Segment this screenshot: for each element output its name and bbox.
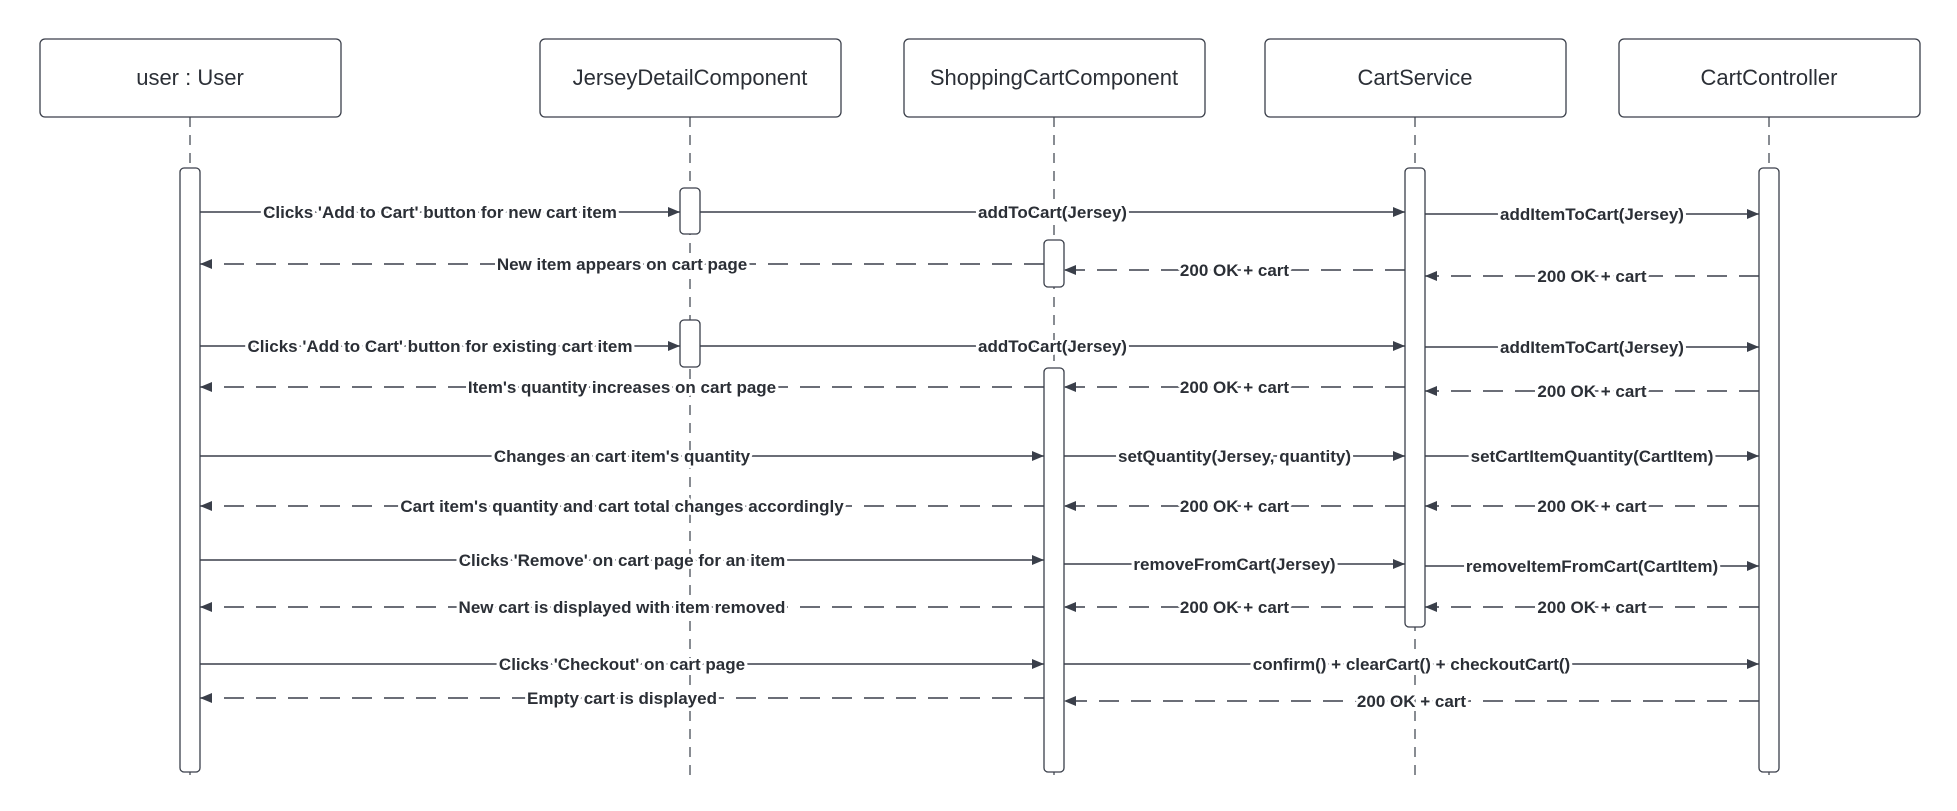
call-message: addItemToCart(Jersey): [1425, 335, 1759, 360]
message-label: Cart item's quantity and cart total chan…: [400, 497, 844, 516]
message-label: addToCart(Jersey): [978, 203, 1127, 222]
return-message: 200 OK + cart: [1064, 494, 1405, 519]
return-message: 200 OK + cart: [1064, 689, 1759, 714]
call-message: setCartItemQuantity(CartItem): [1425, 444, 1759, 469]
call-message: removeFromCart(Jersey): [1064, 552, 1405, 577]
return-message: 200 OK + cart: [1064, 258, 1405, 283]
participant-box-frame: [1618, 38, 1921, 118]
participant-box: CartController: [1618, 38, 1921, 118]
return-message: 200 OK + cart: [1425, 595, 1759, 620]
message-label: setCartItemQuantity(CartItem): [1471, 447, 1714, 466]
call-message: setQuantity(Jersey, quantity): [1064, 444, 1405, 469]
call-message: addItemToCart(Jersey): [1425, 202, 1759, 227]
message-label: Changes an cart item's quantity: [494, 447, 751, 466]
activation-bar: [1043, 239, 1065, 288]
message-label: Clicks 'Remove' on cart page for an item: [459, 551, 785, 570]
return-message: Cart item's quantity and cart total chan…: [200, 494, 1044, 519]
activation-bar: [679, 187, 701, 235]
message-label: setQuantity(Jersey, quantity): [1118, 447, 1351, 466]
message-label: 200 OK + cart: [1357, 692, 1466, 711]
participant-box-frame: [539, 38, 842, 118]
participant-name: CartController: [1701, 65, 1838, 90]
message-label: 200 OK + cart: [1180, 598, 1289, 617]
message-label: 200 OK + cart: [1537, 598, 1646, 617]
return-message: 200 OK + cart: [1425, 264, 1759, 289]
call-message: addToCart(Jersey): [700, 200, 1405, 225]
message-label: Empty cart is displayed: [527, 689, 717, 708]
message-label: Clicks 'Checkout' on cart page: [499, 655, 745, 674]
activation-bar: [1043, 367, 1065, 773]
call-message: Clicks 'Add to Cart' button for new cart…: [200, 200, 680, 225]
message-label: 200 OK + cart: [1537, 267, 1646, 286]
return-message: New item appears on cart page: [200, 252, 1044, 277]
message-label: Clicks 'Add to Cart' button for existing…: [248, 337, 633, 356]
message-label: 200 OK + cart: [1537, 382, 1646, 401]
activation-bar: [679, 319, 701, 368]
call-message: Clicks 'Checkout' on cart page: [200, 652, 1044, 677]
return-message: New cart is displayed with item removed: [200, 595, 1044, 620]
participant-name: JerseyDetailComponent: [573, 65, 808, 90]
participant-name: user : User: [136, 65, 244, 90]
call-message: Changes an cart item's quantity: [200, 444, 1044, 469]
activation-bar: [1758, 167, 1780, 773]
message-label: removeItemFromCart(CartItem): [1466, 557, 1718, 576]
participant-name: CartService: [1358, 65, 1473, 90]
call-message: addToCart(Jersey): [700, 334, 1405, 359]
message-label: 200 OK + cart: [1180, 261, 1289, 280]
return-message: 200 OK + cart: [1425, 494, 1759, 519]
message-label: New cart is displayed with item removed: [459, 598, 786, 617]
participant-box-frame: [903, 38, 1206, 118]
call-message: Clicks 'Remove' on cart page for an item: [200, 548, 1044, 573]
call-message: confirm() + clearCart() + checkoutCart(): [1064, 652, 1759, 677]
message-label: 200 OK + cart: [1180, 497, 1289, 516]
message-label: New item appears on cart page: [497, 255, 747, 274]
activation-bar: [1404, 167, 1426, 628]
message-label: removeFromCart(Jersey): [1133, 555, 1335, 574]
return-message: Item's quantity increases on cart page: [200, 375, 1044, 400]
participant-box: ShoppingCartComponent: [903, 38, 1206, 118]
participant-box-frame: [1264, 38, 1567, 118]
activation-bar: [179, 167, 201, 773]
return-message: 200 OK + cart: [1064, 595, 1405, 620]
participant-box-frame: [39, 38, 342, 118]
message-label: 200 OK + cart: [1537, 497, 1646, 516]
message-label: Clicks 'Add to Cart' button for new cart…: [263, 203, 617, 222]
message-label: Item's quantity increases on cart page: [468, 378, 776, 397]
participant-name: ShoppingCartComponent: [930, 65, 1178, 90]
return-message: 200 OK + cart: [1425, 379, 1759, 404]
message-label: confirm() + clearCart() + checkoutCart(): [1253, 655, 1570, 674]
participant-box: CartService: [1264, 38, 1567, 118]
message-label: 200 OK + cart: [1180, 378, 1289, 397]
return-message: Empty cart is displayed: [200, 686, 1044, 711]
participant-box: JerseyDetailComponent: [539, 38, 842, 118]
call-message: Clicks 'Add to Cart' button for existing…: [200, 334, 680, 359]
message-label: addItemToCart(Jersey): [1500, 205, 1684, 224]
participant-box: user : User: [39, 38, 342, 118]
message-label: addToCart(Jersey): [978, 337, 1127, 356]
call-message: removeItemFromCart(CartItem): [1425, 554, 1759, 579]
message-label: addItemToCart(Jersey): [1500, 338, 1684, 357]
return-message: 200 OK + cart: [1064, 375, 1405, 400]
